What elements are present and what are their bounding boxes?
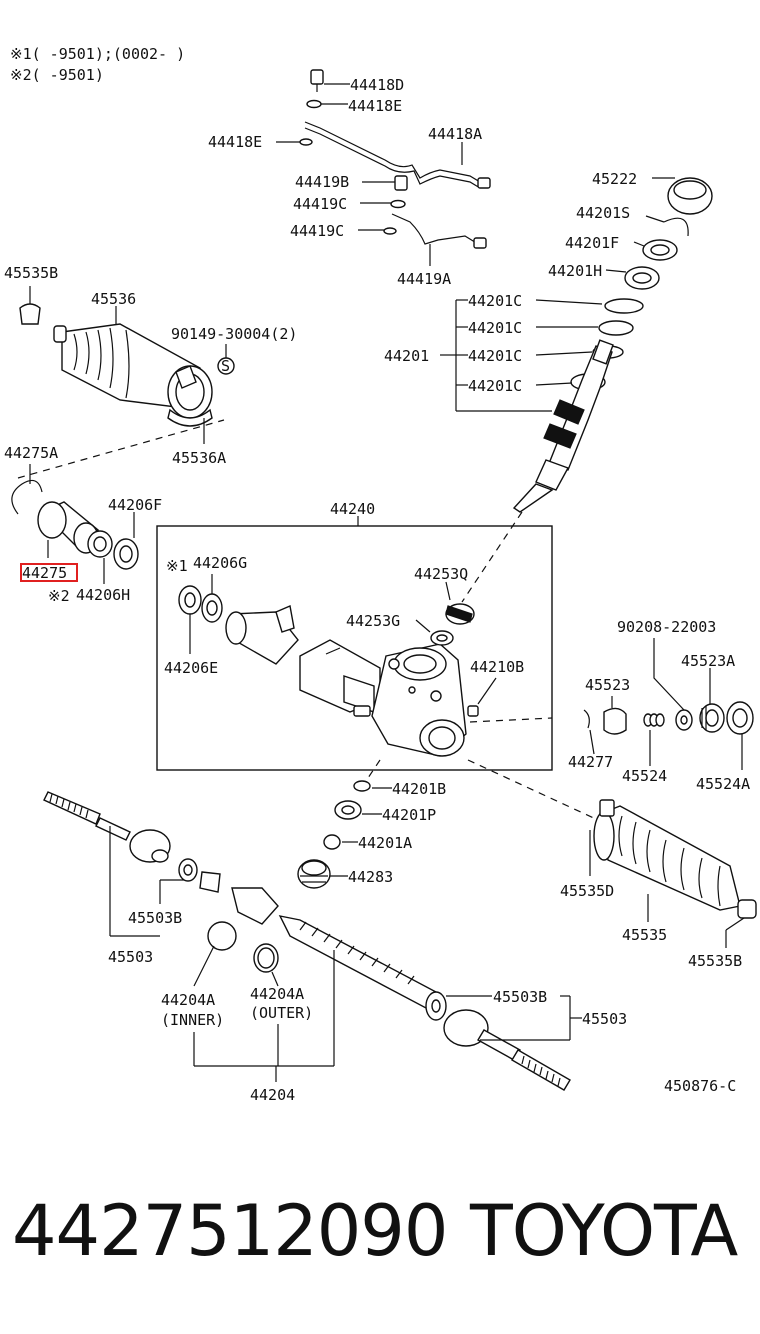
bearing-44253Q [445,603,475,625]
label-44204A-outer-sub: (OUTER) [250,1004,313,1022]
label-44201H: 44201H [548,262,602,280]
highlight-44275 [20,563,78,582]
label-44419C-b: 44419C [290,222,344,240]
note-1: ※1( -9501);(0002- ) [10,45,185,63]
label-45524: 45524 [622,767,667,785]
label-45523A: 45523A [681,652,735,670]
label-45536: 45536 [91,290,136,308]
label-44201: 44201 [384,347,429,365]
gasket-44419C-b [383,227,397,235]
bottom-caption: 4427512090 TOYOTA [0,1190,760,1280]
label-44419C-a: 44419C [293,195,347,213]
label-44206G-mark: ※1 [166,557,188,575]
label-44206F: 44206F [108,496,162,514]
clamp-45535B-top [19,303,41,325]
label-45503-left: 45503 [108,948,153,966]
label-44418E-b: 44418E [208,133,262,151]
label-90208: 90208-22003 [617,618,716,636]
label-44201C-4: 44201C [468,377,522,395]
label-45535D: 45535D [560,882,614,900]
ring-44201B [353,780,371,792]
label-44204A-outer: 44204A [250,985,304,1003]
label-44201C-1: 44201C [468,292,522,310]
label-44204: 44204 [250,1086,295,1104]
label-44283: 44283 [348,868,393,886]
gasket-44419C-a [390,199,406,209]
label-44204A-inner-sub: (INNER) [161,1011,224,1029]
tie-rod-left-45503 [43,791,171,863]
label-45523: 45523 [585,676,630,694]
label-44253G: 44253G [346,612,400,630]
pressure-tube-44419A [391,213,479,245]
label-44206G: 44206G [193,554,247,572]
label-44201C-2: 44201C [468,319,522,337]
union-bolt-44419B [394,175,408,191]
brand-text: TOYOTA [470,1190,738,1272]
label-44419B: 44419B [295,173,349,191]
gasket-44418E-left [299,138,313,146]
label-45535B-bottom: 45535B [688,952,742,970]
clamp-45536A [167,408,213,427]
label-44253Q: 44253Q [414,565,468,583]
bellows-boot-45535 [593,799,757,919]
end-plug-44283 [297,859,331,889]
label-44210B: 44210B [470,658,524,676]
label-45222: 45222 [592,170,637,188]
guide-seat-44277 [583,709,590,729]
label-44275: 44275 [22,564,67,582]
steering-housing-44240 [299,639,467,757]
union-bolt-44418D [310,69,324,92]
label-44201A: 44201A [358,834,412,852]
label-90149-mark: S [221,357,230,375]
seal-44201A [323,834,341,850]
label-44201C-3: 44201C [468,347,522,365]
label-44206E: 44206E [164,659,218,677]
drawing-code: 450876-C [664,1077,736,1095]
tie-rod-right-45503 [425,991,571,1091]
snap-ring-44275A [11,479,43,515]
label-44277: 44277 [568,753,613,771]
label-44240: 44240 [330,500,375,518]
gasket-44418E-top [306,99,322,109]
seal-44204A-inner [207,921,237,951]
plug-44210B [467,705,479,717]
rack-guide-45523 [603,707,627,735]
label-45503-right: 45503 [582,1010,627,1028]
label-44206H-mark: ※2 [48,587,70,605]
label-44201B: 44201B [392,780,446,798]
label-44206H: 44206H [76,586,130,604]
clamp-screw-90149 [175,365,197,389]
spring-45524 [643,713,665,727]
tube-nut-44419A [473,237,487,249]
snap-ring-44201S [663,217,689,237]
label-44419A: 44419A [397,270,451,288]
label-44201F: 44201F [565,234,619,252]
label-44204A-inner: 44204A [161,991,215,1009]
label-45536A: 45536A [172,449,226,467]
label-44275A: 44275A [4,444,58,462]
cylinder-end-stopper [225,605,299,665]
label-44418D: 44418D [350,76,404,94]
tube-nut-44418A [477,177,491,189]
label-45535: 45535 [622,926,667,944]
housing-assembly-box [156,525,553,771]
note-2: ※2( -9501) [10,66,104,84]
seal-ring-44201C-1 [604,298,644,314]
part-number-text: 4427512090 [12,1190,448,1272]
label-44418A: 44418A [428,125,482,143]
label-45503B-left: 45503B [128,909,182,927]
seal-ring-44201C-2 [598,320,634,336]
adjuster-45523A [699,703,725,733]
label-90149: 90149-30004(2) [171,325,297,343]
label-44201P: 44201P [382,806,436,824]
label-45535B-top: 45535B [4,264,58,282]
label-44418E-a: 44418E [348,97,402,115]
label-44201S: 44201S [576,204,630,222]
pressure-tube-44418A [304,121,481,183]
label-45524A: 45524A [696,775,750,793]
valve-body-pinion-44201 [512,339,614,513]
label-45503B-right: 45503B [493,988,547,1006]
